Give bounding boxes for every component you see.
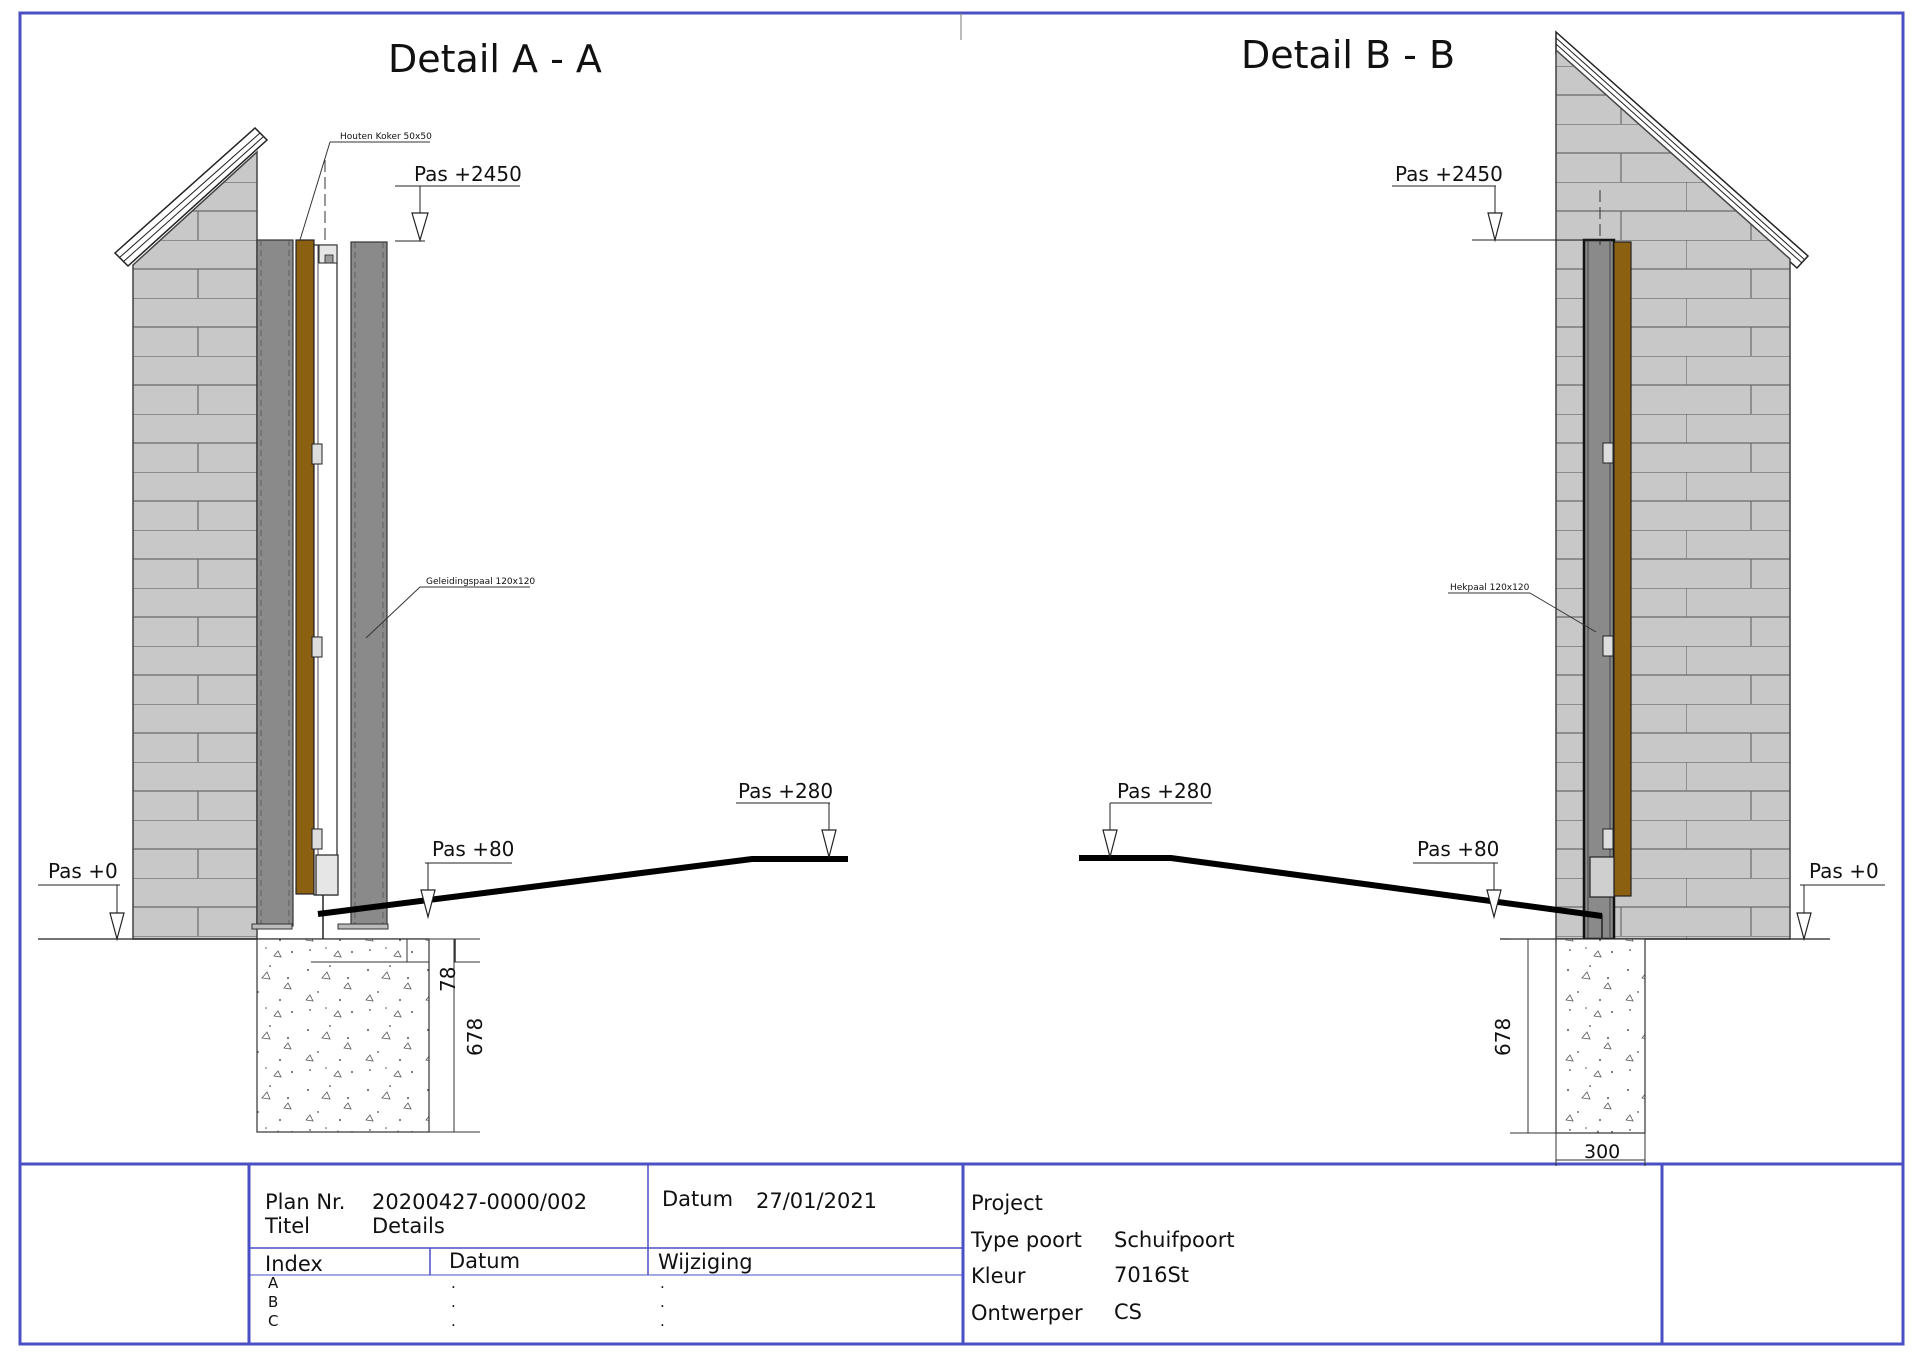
kleur-value: 7016St — [1114, 1263, 1189, 1287]
post-left-a — [256, 239, 294, 927]
level-label-zero-b: Pas +0 — [1809, 859, 1879, 883]
titel-label: Titel — [264, 1214, 310, 1238]
level-label-80-b: Pas +80 — [1417, 837, 1499, 861]
datum-label: Datum — [662, 1187, 733, 1211]
title-detail-a: Detail A - A — [388, 37, 602, 81]
row-mark: . — [660, 1312, 665, 1330]
foundation-a — [256, 938, 430, 1133]
note-guide-post-a: Geleidingspaal 120x120 — [426, 577, 535, 587]
level-top-b: Pas +2450 — [1392, 162, 1600, 243]
foundation-b — [1555, 938, 1646, 1134]
row-mark: . — [660, 1274, 665, 1292]
note-wooden-box-a: Houten Koker 50x50 — [340, 132, 432, 142]
dim-678-b: 678 — [1491, 1018, 1515, 1056]
dim-78-a: 78 — [436, 967, 460, 992]
wooden-frame-b — [1613, 241, 1632, 897]
row-mark: . — [451, 1293, 456, 1311]
project-label: Project — [971, 1191, 1043, 1215]
level-zero-b: Pas +0 — [1796, 859, 1885, 942]
wijziging-header: Wijziging — [658, 1250, 753, 1274]
index-header: Index — [265, 1252, 323, 1276]
ramp-a — [317, 856, 848, 917]
guide-post-a — [350, 241, 388, 927]
detail-a: 78 678 Pas +2450 Pas +0 Pas +80 Pas +280 — [38, 126, 848, 1133]
kleur-label: Kleur — [971, 1264, 1026, 1288]
dim-300-b: 300 — [1584, 1141, 1620, 1163]
index-row-a: A — [268, 1274, 279, 1292]
detail-b: 678 300 Pas +2450 Pas +0 Pas +80 — [1079, 30, 1885, 1166]
row-mark: . — [451, 1274, 456, 1292]
datum-header: Datum — [449, 1249, 520, 1273]
datum-value: 27/01/2021 — [756, 1189, 877, 1213]
level-280-a: Pas +280 — [736, 779, 837, 860]
level-label-80-a: Pas +80 — [432, 837, 514, 861]
level-80-b: Pas +80 — [1413, 837, 1502, 920]
level-label-top-b: Pas +2450 — [1395, 162, 1503, 186]
level-label-top-a: Pas +2450 — [414, 162, 522, 186]
ontwerper-label: Ontwerper — [971, 1301, 1083, 1325]
ramp-b — [1079, 855, 1603, 919]
level-label-280-b: Pas +280 — [1117, 779, 1212, 803]
row-mark: . — [660, 1293, 665, 1311]
gate-leaf-a — [313, 244, 338, 896]
plan-value: 20200427-0000/002 — [372, 1190, 587, 1214]
wooden-box-a — [295, 239, 315, 895]
level-80-a: Pas +80 — [420, 837, 514, 920]
title-block: Plan Nr. 20200427-0000/002 Titel Details… — [247, 1164, 1664, 1344]
dim-678-a: 678 — [463, 1018, 487, 1056]
ontwerper-value: CS — [1114, 1300, 1142, 1324]
title-detail-b: Detail B - B — [1241, 33, 1455, 77]
level-label-280-a: Pas +280 — [738, 779, 833, 803]
plan-label: Plan Nr. — [265, 1190, 345, 1214]
level-top-a: Pas +2450 — [395, 162, 522, 243]
titel-value: Details — [372, 1214, 445, 1238]
level-zero-a: Pas +0 — [38, 859, 125, 942]
type-value: Schuifpoort — [1114, 1228, 1235, 1252]
brick-wall-a — [132, 150, 258, 940]
level-280-b: Pas +280 — [1102, 779, 1212, 860]
note-gate-post-b: Hekpaal 120x120 — [1450, 583, 1530, 593]
level-label-zero-a: Pas +0 — [48, 859, 118, 883]
index-row-c: C — [268, 1312, 278, 1330]
row-mark: . — [451, 1312, 456, 1330]
index-row-b: B — [268, 1293, 278, 1311]
type-label: Type poort — [970, 1228, 1082, 1252]
